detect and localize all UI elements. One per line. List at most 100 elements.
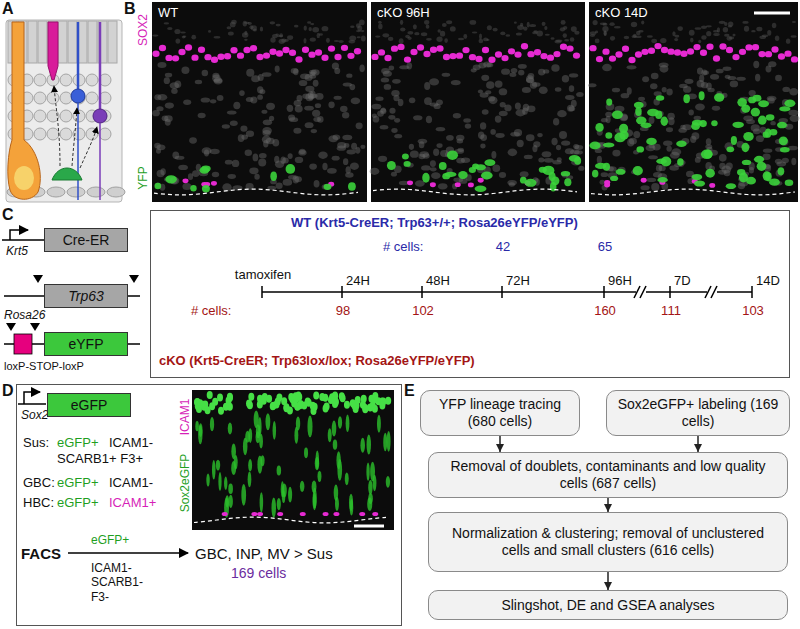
tissue-speckle bbox=[287, 35, 293, 40]
nucleus bbox=[743, 115, 753, 121]
neuron-cell bbox=[47, 92, 59, 104]
tissue-speckle bbox=[690, 38, 693, 43]
yfp-cell bbox=[190, 185, 196, 192]
tissue-speckle bbox=[772, 23, 777, 28]
yfp-cell bbox=[445, 172, 457, 177]
tissue-speckle bbox=[350, 25, 354, 28]
nucleus bbox=[621, 93, 630, 98]
flow-arrow bbox=[697, 436, 699, 452]
tissue-speckle bbox=[276, 24, 281, 27]
nucleus bbox=[539, 87, 548, 95]
time-label: 48H bbox=[426, 273, 450, 288]
tissue-speckle bbox=[631, 22, 637, 27]
sox2-nucleus bbox=[269, 49, 276, 55]
tissue-speckle bbox=[493, 28, 498, 32]
gfp-cell bbox=[277, 498, 281, 510]
nucleus bbox=[350, 162, 359, 170]
node-label: Normalization & clustering; removal of u… bbox=[437, 525, 779, 559]
tissue-speckle bbox=[174, 29, 180, 34]
yfp-cell bbox=[699, 91, 705, 100]
nucleus bbox=[569, 73, 578, 77]
yfp-cell bbox=[589, 142, 600, 150]
nucleus bbox=[442, 73, 451, 77]
yfp-cell bbox=[692, 174, 703, 180]
yfp-cell bbox=[705, 169, 715, 178]
sox2-nucleus bbox=[315, 49, 322, 55]
nucleus bbox=[461, 158, 470, 164]
sox2-nucleus bbox=[726, 47, 733, 53]
nucleus bbox=[346, 74, 352, 78]
neuron-cell bbox=[34, 110, 46, 122]
cell-count: 160 bbox=[594, 303, 616, 318]
tissue-speckle bbox=[604, 30, 607, 36]
yfp-cell bbox=[726, 146, 734, 152]
cell-count: 111 bbox=[661, 303, 681, 318]
nucleus bbox=[359, 64, 364, 72]
nucleus bbox=[716, 69, 724, 74]
nucleus bbox=[688, 110, 693, 116]
yfp-cell bbox=[154, 183, 161, 190]
nucleus bbox=[266, 103, 275, 110]
nucleus bbox=[642, 76, 649, 82]
tissue-speckle bbox=[472, 31, 477, 33]
tissue-speckle bbox=[600, 22, 607, 25]
yfp-cell bbox=[525, 179, 537, 187]
yfp-cell bbox=[634, 102, 644, 109]
gfp-apical-cell bbox=[207, 391, 213, 399]
nucleus bbox=[157, 62, 166, 68]
yfp-cell bbox=[633, 166, 643, 175]
tissue-speckle bbox=[641, 20, 644, 24]
genotype-label: cKO (Krt5-CreER; Trp63lox/lox; Rosa26eYF… bbox=[159, 353, 475, 368]
nucleus bbox=[424, 82, 430, 90]
promoter-arrow bbox=[24, 392, 40, 404]
gfp-apical-cell bbox=[367, 404, 373, 412]
sox2-nucleus bbox=[521, 43, 528, 49]
nucleus bbox=[280, 156, 285, 163]
gfp-cell bbox=[377, 415, 381, 433]
gfp-cell bbox=[228, 483, 233, 494]
nucleus bbox=[499, 88, 508, 95]
yfp-cell bbox=[614, 132, 625, 142]
nucleus bbox=[553, 118, 559, 126]
nucleus bbox=[434, 104, 441, 109]
sox2-nucleus bbox=[436, 45, 443, 51]
yfp-cell bbox=[758, 116, 767, 125]
nucleus bbox=[438, 183, 448, 189]
node-label: eGFP bbox=[71, 397, 108, 413]
nucleus bbox=[314, 180, 320, 188]
tissue-speckle bbox=[516, 32, 522, 35]
neuron-cell bbox=[60, 128, 72, 140]
nucleus bbox=[253, 153, 259, 161]
sox2-nucleus bbox=[732, 54, 739, 60]
nucleus bbox=[313, 80, 319, 87]
supporting-cell bbox=[58, 21, 67, 63]
nucleus bbox=[328, 101, 334, 108]
yfp-cell bbox=[769, 129, 777, 135]
tissue-speckle bbox=[244, 22, 250, 24]
tissue-speckle bbox=[227, 26, 232, 29]
nucleus bbox=[204, 150, 209, 157]
tissue-speckle bbox=[338, 40, 344, 43]
nucleus bbox=[456, 139, 463, 144]
yfp-cell bbox=[711, 120, 717, 126]
gfp-cell bbox=[367, 434, 371, 454]
nucleus bbox=[375, 97, 383, 101]
nucleus bbox=[576, 92, 584, 97]
gfp-cell bbox=[313, 493, 317, 510]
gene-name: Rosa26 bbox=[4, 308, 45, 322]
yfp-cell bbox=[641, 123, 652, 129]
yfp-cell bbox=[656, 95, 665, 100]
tissue-speckle bbox=[444, 38, 448, 43]
orange-cell-nucleus bbox=[14, 166, 34, 190]
nucleus bbox=[225, 160, 233, 165]
nucleus bbox=[305, 122, 314, 128]
nucleus bbox=[381, 78, 389, 83]
sox2-nucleus bbox=[289, 50, 296, 56]
tissue-speckle bbox=[542, 22, 546, 26]
nucleus bbox=[515, 109, 525, 116]
sox2-nucleus bbox=[165, 55, 172, 61]
nucleus bbox=[491, 151, 496, 159]
nucleus bbox=[370, 168, 380, 175]
tissue-speckle bbox=[361, 30, 365, 32]
nucleus bbox=[565, 148, 574, 154]
